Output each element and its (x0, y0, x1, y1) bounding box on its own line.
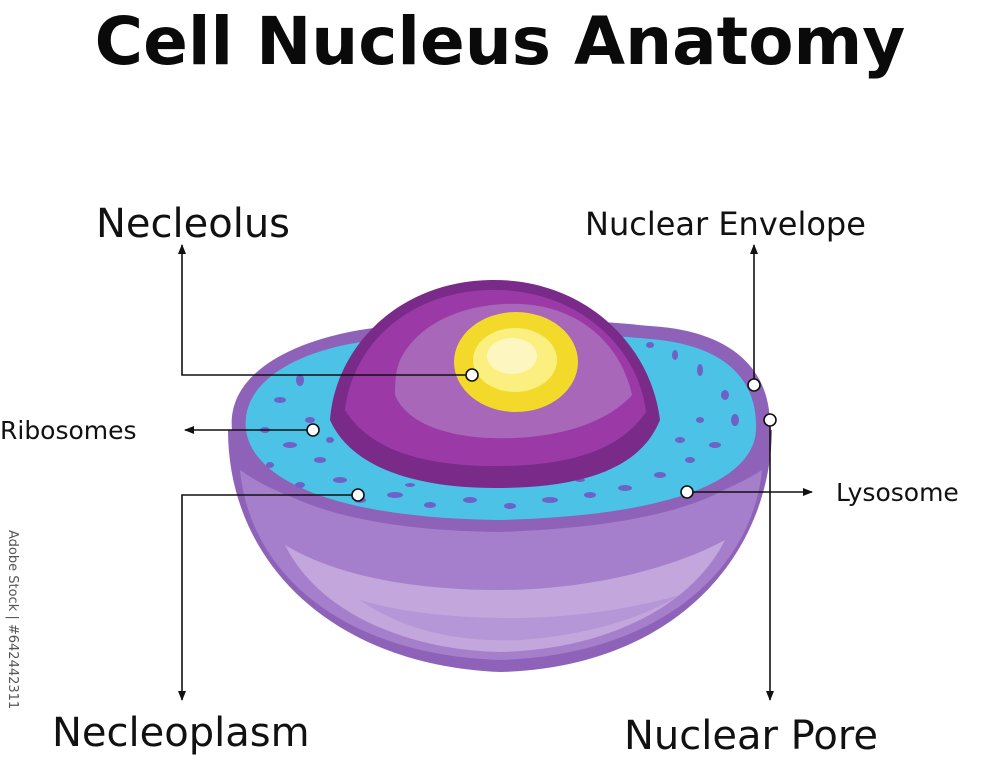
label-nucleoplasm: Necleoplasm (52, 710, 310, 756)
pointer-dots (306, 368, 777, 502)
page-title: Cell Nucleus Anatomy (94, 3, 906, 80)
ribosome-dots (260, 342, 739, 509)
nucleolus-leader (178, 244, 472, 376)
nucleolus-dot (465, 368, 479, 382)
stock-watermark: Adobe Stock | #642442311 (5, 530, 20, 710)
label-nuclear-pore: Nuclear Pore (624, 713, 879, 759)
nuclear-pore-dot (763, 413, 777, 427)
nucleoplasm-dot (351, 488, 365, 502)
ribosomes-dot (306, 423, 320, 437)
nuclear-envelope-dot (747, 378, 761, 392)
leader-lines (178, 244, 813, 701)
label-lysosome: Lysosome (836, 478, 959, 507)
label-nuclear-envelope: Nuclear Envelope (585, 205, 866, 243)
label-ribosomes: Ribosomes (0, 416, 137, 445)
lysosome-dot (680, 485, 694, 499)
label-nucleolus: Necleolus (96, 201, 291, 247)
nucleoplasm-leader (178, 494, 358, 701)
nucleolus (454, 312, 578, 412)
